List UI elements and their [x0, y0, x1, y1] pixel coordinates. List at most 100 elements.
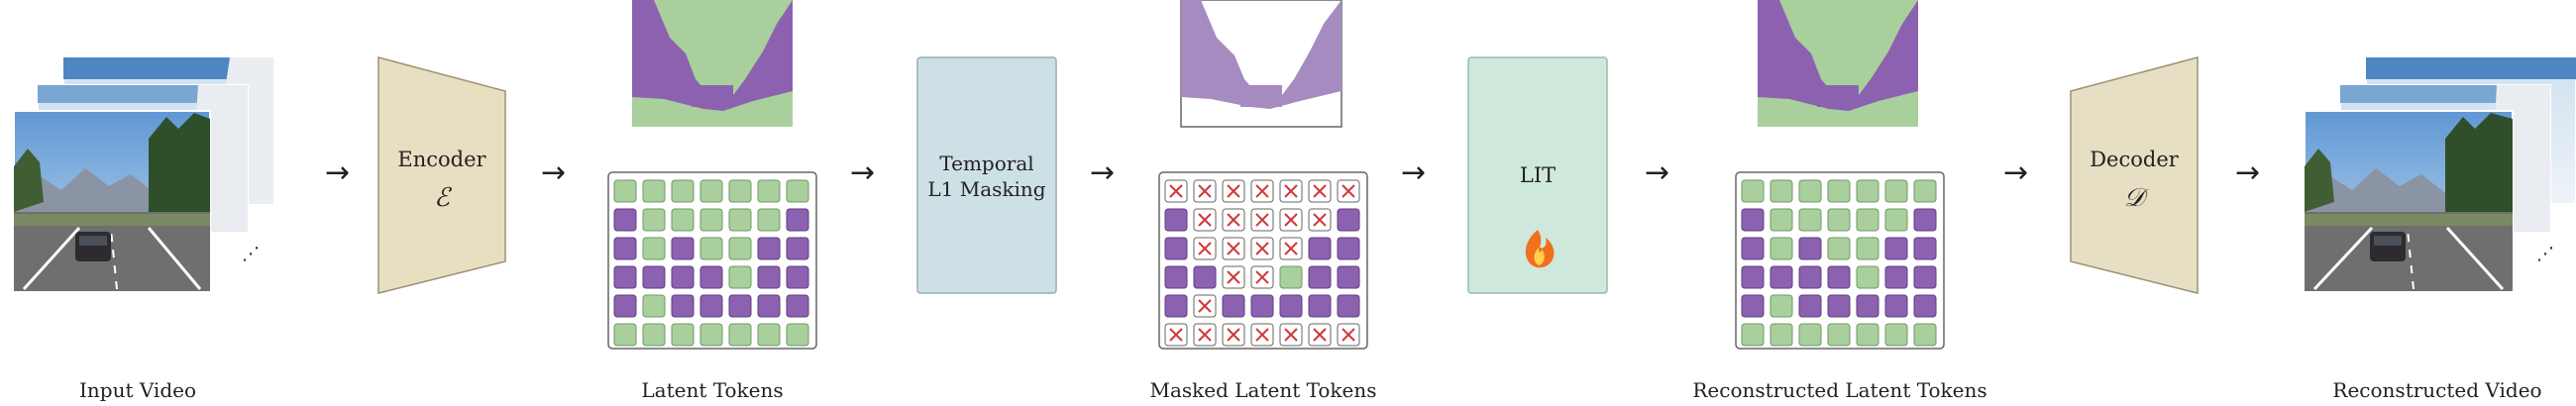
token-purple [1827, 294, 1851, 318]
lit-shape [1467, 56, 1608, 294]
decoder-label: Decoder [2090, 148, 2180, 171]
token-green [699, 179, 723, 203]
token-purple [1337, 208, 1360, 232]
mask-x-icon [1284, 242, 1298, 255]
caption-input-video: Input Video [78, 378, 197, 402]
token-green [1884, 179, 1908, 203]
mask-x-icon [1284, 328, 1298, 342]
token-purple [1741, 208, 1765, 232]
token-green [1856, 208, 1879, 232]
mask-x-icon [1255, 328, 1269, 342]
token-green [1770, 237, 1793, 260]
token-purple [1164, 237, 1188, 260]
token-green [642, 237, 666, 260]
token-purple [1337, 237, 1360, 260]
flame-icon [1525, 230, 1555, 268]
token-purple [1798, 237, 1822, 260]
token-purple [1279, 294, 1303, 318]
token-purple [728, 294, 752, 318]
token-green [1913, 179, 1937, 203]
caption-latent-tokens: Latent Tokens [641, 378, 784, 402]
masking-label-line1: Temporal [939, 152, 1033, 175]
mask-x-icon [1227, 213, 1240, 227]
token-purple [1164, 265, 1188, 289]
token-purple [786, 237, 809, 260]
token-green [728, 179, 752, 203]
mask-x-icon [1227, 328, 1240, 342]
token-green [1770, 294, 1793, 318]
input-video-stack: ⋰ [13, 56, 274, 292]
token-purple [786, 265, 809, 289]
token-purple [671, 237, 695, 260]
token-green [757, 179, 781, 203]
output-video-ellipsis: ⋰ [2536, 244, 2554, 264]
token-purple [613, 237, 637, 260]
token-green [671, 323, 695, 347]
token-green [1770, 179, 1793, 203]
token-purple [1913, 237, 1937, 260]
token-purple [1741, 237, 1765, 260]
mask-x-icon [1227, 270, 1240, 284]
token-green [1856, 323, 1879, 347]
arrow-to-output: → [2235, 155, 2260, 190]
token-purple [1741, 294, 1765, 318]
token-green [728, 237, 752, 260]
mask-x-icon [1255, 213, 1269, 227]
arrow-to-masked: → [1090, 155, 1115, 190]
encoder-symbol: ℰ [434, 183, 452, 213]
mask-x-icon [1313, 213, 1327, 227]
token-green [1827, 323, 1851, 347]
token-purple [1193, 265, 1217, 289]
mask-x-icon [1342, 328, 1355, 342]
arrow-to-lit: → [1401, 155, 1426, 190]
token-purple [1308, 294, 1332, 318]
arrow-to-reconstructed: → [1645, 155, 1669, 190]
arrow-to-encoder: → [325, 155, 350, 190]
mask-x-icon [1169, 184, 1183, 198]
arrow-to-decoder: → [2003, 155, 2028, 190]
token-purple [786, 208, 809, 232]
masking-block: Temporal L1 Masking [916, 56, 1057, 294]
token-purple [699, 294, 723, 318]
mask-x-icon [1342, 184, 1355, 198]
reconstructed-token-cells [1741, 179, 1937, 347]
token-green [1827, 208, 1851, 232]
token-green [728, 265, 752, 289]
mask-x-icon [1313, 184, 1327, 198]
mask-x-icon [1284, 184, 1298, 198]
token-purple [1884, 265, 1908, 289]
token-green [642, 208, 666, 232]
decoder-shape [2070, 56, 2199, 294]
token-green [1856, 237, 1879, 260]
token-green [1741, 323, 1765, 347]
caption-reconstructed-video: Reconstructed Video [2332, 378, 2542, 402]
token-green [699, 323, 723, 347]
token-green [757, 323, 781, 347]
token-purple [1308, 265, 1332, 289]
arrow-to-latent: → [541, 155, 566, 190]
mask-x-icon [1169, 328, 1183, 342]
token-green [1798, 179, 1822, 203]
token-purple [1741, 265, 1765, 289]
token-purple [1827, 265, 1851, 289]
mask-x-icon [1227, 184, 1240, 198]
token-green [786, 179, 809, 203]
token-green [613, 323, 637, 347]
token-purple [1770, 265, 1793, 289]
token-purple [613, 294, 637, 318]
token-purple [671, 294, 695, 318]
token-green [1884, 323, 1908, 347]
encoder-label: Encoder [397, 148, 486, 171]
token-green [1913, 323, 1937, 347]
mask-x-icon [1198, 184, 1212, 198]
mask-x-icon [1255, 242, 1269, 255]
token-purple [1164, 294, 1188, 318]
reconstructed-video-stack: ⋰ [2304, 56, 2576, 292]
token-purple [1164, 208, 1188, 232]
mask-x-icon [1284, 213, 1298, 227]
token-green [699, 208, 723, 232]
token-green [1798, 208, 1822, 232]
token-green [1770, 323, 1793, 347]
masking-label-line2: L1 Masking [927, 177, 1045, 201]
